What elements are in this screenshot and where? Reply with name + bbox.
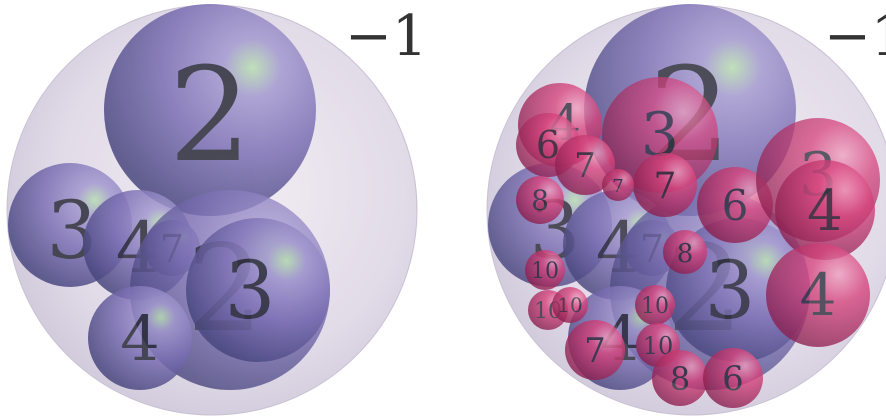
- ball-red-6-right: 6: [697, 167, 773, 243]
- ball-label: 8: [677, 239, 694, 269]
- ball-label: 4: [800, 261, 837, 329]
- ball-red-10-bottom-left: 10: [552, 287, 588, 323]
- ball-label: 10: [557, 293, 582, 317]
- ball-red-8-center: 8: [663, 230, 707, 274]
- ball-label: 6: [722, 359, 744, 399]
- ball-label: 4: [807, 179, 843, 244]
- ball-red-7-upper: 7: [555, 135, 615, 195]
- ball-label: 7: [584, 331, 606, 371]
- ball-red-8-bottom: 8: [652, 350, 708, 406]
- ball-label: 3: [705, 244, 756, 337]
- ball-red-4-right: 4: [775, 160, 875, 260]
- ball-label: 7: [574, 146, 596, 186]
- ball-label: 2: [169, 39, 252, 191]
- ball-red-7-bottom: 7: [565, 320, 625, 380]
- ball-label: 7: [612, 176, 623, 197]
- ball-red-4-lower-right: 4: [766, 243, 870, 347]
- ball-label: 8: [531, 184, 549, 217]
- ball-3-right: 3: [186, 218, 330, 362]
- corner-label: −1: [345, 4, 428, 69]
- right-panel: −1 2 3 4 7 2 3 4: [486, 4, 886, 416]
- ball-red-6-bottom: 6: [703, 348, 763, 408]
- ball-label: 10: [641, 294, 669, 319]
- ball-label: 4: [120, 302, 159, 375]
- ball-label: 7: [654, 166, 677, 207]
- ball-label: 3: [225, 244, 276, 337]
- ball-red-10-left: 10: [525, 250, 565, 290]
- ball-red-7-mid: 7: [633, 153, 697, 217]
- ball-red-10-center: 10: [635, 285, 675, 325]
- ball-label: 8: [670, 360, 690, 398]
- ball-red-8-left: 8: [516, 176, 564, 224]
- left-panel: −1 2 3 4 7 2 3 4: [6, 4, 428, 416]
- ball-label: 6: [722, 181, 749, 230]
- ball-4-bottom: 4: [88, 286, 192, 390]
- corner-label: −1: [824, 4, 886, 69]
- ball-2-top: 2: [104, 4, 316, 216]
- ball-label: 10: [531, 259, 559, 284]
- ball-red-7-small: 7: [602, 169, 634, 201]
